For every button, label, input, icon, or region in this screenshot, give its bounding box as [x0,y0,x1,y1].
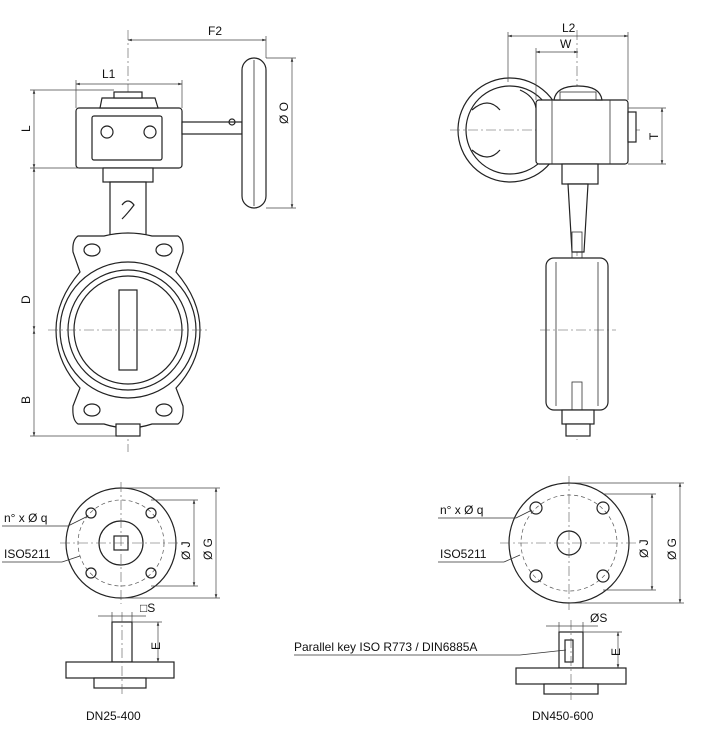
dim-s-2: ØS [590,611,607,625]
dim-g-2: Ø G [665,538,679,560]
caption-dn25-400: DN25-400 [86,709,141,723]
flange-view-dn25-400: n° x Ø q ISO5211 Ø J Ø G [2,482,220,604]
parallel-key-label: Parallel key ISO R773 / DIN6885A [294,640,477,654]
holes-label-2: n° x Ø q [440,503,483,517]
flange-view-dn450-600: n° x Ø q ISO5211 Ø J Ø G [438,476,684,610]
dim-s-1: □S [140,601,155,615]
caption-dn450-600: DN450-600 [532,709,594,723]
dim-d: D [19,295,33,304]
dim-e-2: E [609,648,623,656]
dim-g-1: Ø G [201,538,215,560]
dim-l: L [19,125,33,132]
dim-j-1: Ø J [179,541,193,560]
dim-l1: L1 [102,67,116,81]
dim-f2: F2 [208,24,222,38]
iso-label-1: ISO5211 [4,547,51,561]
dim-j-2: Ø J [637,539,651,558]
dim-w: W [560,37,572,51]
iso-label-2: ISO5211 [440,547,487,561]
side-view: L2 W T [450,21,666,440]
dim-b: B [19,396,33,404]
shaft-view-dn450-600: ØS E Parallel key ISO R773 / DIN6885A DN… [294,611,627,723]
holes-label-1: n° x Ø q [4,511,47,525]
dim-e-1: E [149,642,163,650]
dim-l2: L2 [562,21,576,35]
dim-t: T [647,132,661,140]
shaft-view-dn25-400: □S E DN25-400 [65,601,175,723]
front-view: CE 1115 F2 L1 L D [19,24,296,452]
dim-o: Ø O [277,102,291,124]
